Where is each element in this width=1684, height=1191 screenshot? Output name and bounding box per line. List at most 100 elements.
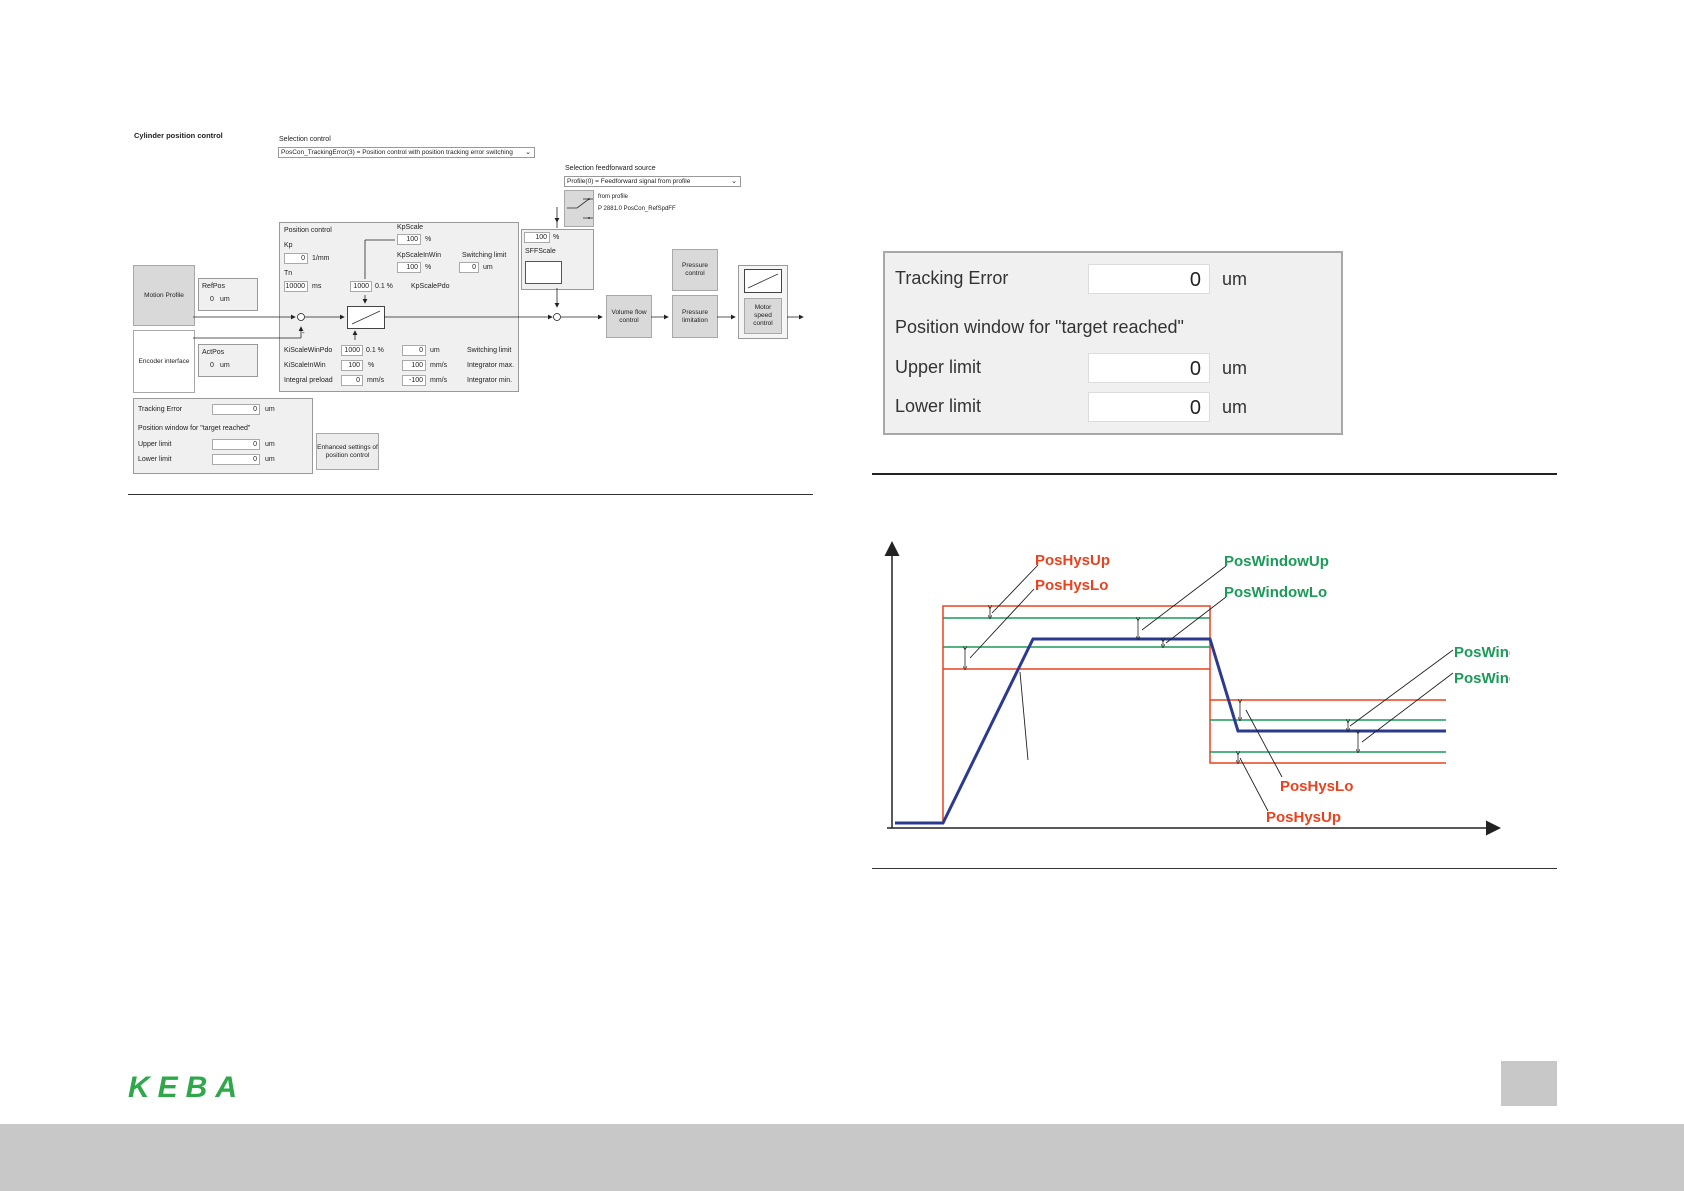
- page-number-box: [1501, 1061, 1557, 1106]
- dialog-lower-limit-label: Lower limit: [895, 396, 982, 416]
- kiscalewinpdo-input[interactable]: 1000: [341, 345, 363, 356]
- minus-sign: -: [302, 328, 305, 337]
- kpscalepdo-unit: 0.1 %: [375, 283, 393, 290]
- leader-hys-up-2: [1239, 757, 1269, 812]
- upper-limit-input[interactable]: 0: [212, 439, 260, 450]
- leader-hys-lo-1: [969, 588, 1035, 659]
- kiscaleinwin-unit: %: [368, 362, 375, 369]
- ramp-icon: [747, 273, 779, 289]
- label-pos-window-up-2: PosWindowUp: [1454, 670, 1510, 687]
- upper-limit-label: Upper limit: [138, 441, 172, 448]
- kiscaleinwin-label: KiScaleInWin: [284, 362, 326, 369]
- dialog-upper-limit-label: Upper limit: [895, 357, 982, 377]
- integrator-max-unit: mm/s: [430, 362, 448, 369]
- position-curve: [895, 637, 1446, 825]
- encoder-interface-block[interactable]: Encoder interface: [133, 330, 195, 393]
- kiscalewinpdo-label: KiScaleWinPdo: [284, 347, 333, 354]
- dialog-tracking-error-input[interactable]: 0: [1088, 264, 1210, 294]
- switching-limit-label: Switching limit: [462, 252, 507, 259]
- ramp-icon: [351, 310, 381, 325]
- dialog-tracking-error-unit: um: [1222, 269, 1248, 289]
- integral-preload-input[interactable]: 0: [341, 375, 363, 386]
- actpos-panel: [198, 344, 258, 377]
- switching-limit2-unit: um: [430, 347, 440, 354]
- integrator-min-input[interactable]: -100: [402, 375, 426, 386]
- label-pos-window-up-1: PosWindowUp: [1224, 553, 1329, 570]
- volume-flow-block[interactable]: Volume flow control: [606, 295, 652, 338]
- integrator-max-label: Integrator max.: [467, 362, 515, 369]
- actpos-value: 0: [210, 362, 214, 369]
- label-pos-hys-lo-2: PosHysLo: [1280, 778, 1353, 795]
- pressure-limitation-block[interactable]: Pressure limitation: [672, 295, 718, 338]
- sffscale-input[interactable]: 100: [524, 232, 550, 243]
- dialog-tracking-error-label: Tracking Error: [895, 268, 1009, 288]
- feedforward-dropdown[interactable]: Profile(0) = Feedforward signal from pro…: [564, 176, 741, 187]
- kp-input[interactable]: 0: [284, 253, 308, 264]
- feedforward-label: Selection feedforward source: [565, 165, 656, 172]
- position-window-label: Position window for "target reached": [138, 425, 251, 432]
- kpscalepdo-input[interactable]: 1000: [350, 281, 372, 292]
- leader-hys-lo-2: [1245, 709, 1283, 778]
- leader-win-lo-2: [1349, 649, 1454, 727]
- lower-limit-input[interactable]: 0: [212, 454, 260, 465]
- actpos-unit: um: [220, 362, 230, 369]
- chevron-down-icon: ⌄: [525, 149, 531, 156]
- switch-option-profile: from profile: [598, 194, 629, 200]
- dialog-lower-limit-input[interactable]: 0: [1088, 392, 1210, 422]
- kpscaleinwin-label: KpScaleInWin: [397, 252, 441, 259]
- selection-control-dropdown[interactable]: PosCon_TrackingError(3) = Position contr…: [278, 147, 535, 158]
- switching-limit2-label: Switching limit: [467, 347, 512, 354]
- motor-speed-block[interactable]: Motor speed control: [744, 298, 782, 334]
- kp-label: Kp: [284, 242, 293, 249]
- footer-bar: [0, 1124, 1684, 1191]
- dialog-lower-limit-unit: um: [1222, 397, 1248, 417]
- sffscale-label: SFFScale: [525, 248, 556, 255]
- keba-logo-text: KEBA: [128, 1073, 245, 1101]
- sffscale-gain-block: [525, 261, 562, 284]
- pressure-control-block[interactable]: Pressure control: [672, 249, 718, 291]
- position-window-graph: PosHysUp PosHysLo PosWindowUp PosWindowL…: [884, 541, 1510, 836]
- motor-gain-block: [744, 269, 782, 293]
- kpscaleinwin-unit: %: [425, 264, 432, 271]
- kp-unit: 1/mm: [312, 255, 330, 262]
- upper-limit-unit: um: [265, 441, 275, 448]
- leader-win-up-2: [1361, 672, 1454, 743]
- label-pos-hys-lo-1: PosHysLo: [1035, 577, 1108, 594]
- figure-title: Cylinder position control: [134, 131, 223, 140]
- kpscale-label: KpScale: [397, 224, 424, 231]
- kpscale-input[interactable]: 100: [397, 234, 421, 245]
- lower-limit-label: Lower limit: [138, 456, 172, 463]
- right-divider-bottom: [872, 868, 1557, 869]
- tn-label: Tn: [284, 270, 293, 277]
- switching-limit-unit: um: [483, 264, 493, 271]
- switching-limit-input[interactable]: 0: [459, 262, 479, 273]
- kpscaleinwin-input[interactable]: 100: [397, 262, 421, 273]
- integrator-max-input[interactable]: 100: [402, 360, 426, 371]
- tracking-error-input[interactable]: 0: [212, 404, 260, 415]
- keba-logo: KEBA: [128, 1073, 245, 1101]
- motion-profile-block[interactable]: Motion Profile: [133, 265, 195, 326]
- left-divider: [128, 494, 813, 495]
- kiscalewinpdo-unit: 0.1 %: [366, 347, 384, 354]
- position-control-label: Position control: [284, 227, 332, 234]
- kiscaleinwin-input[interactable]: 100: [341, 360, 363, 371]
- integral-preload-label: Integral preload: [284, 377, 333, 384]
- tn-unit: ms: [312, 283, 322, 290]
- controller-block: [347, 306, 385, 329]
- integrator-min-label: Integrator min.: [467, 377, 513, 384]
- leader-win-up-1: [1141, 565, 1227, 631]
- signal-lines: [193, 207, 804, 340]
- refpos-value: 0: [210, 296, 214, 303]
- kpscalepdo-label: KpScalePdo: [411, 283, 450, 290]
- source-switch: [564, 190, 594, 227]
- dialog-upper-limit-input[interactable]: 0: [1088, 353, 1210, 383]
- switching-limit2-input[interactable]: 0: [402, 345, 426, 356]
- selection-control-label: Selection control: [279, 136, 331, 143]
- tn-input[interactable]: 10000: [284, 281, 308, 292]
- enhanced-settings-button[interactable]: Enhanced settings of position control: [316, 433, 379, 470]
- hysteresis-up-1: [942, 605, 1446, 824]
- label-pos-hys-up-1: PosHysUp: [1035, 552, 1110, 569]
- leader-win-lo-1: [1165, 596, 1227, 644]
- tracking-error-unit: um: [265, 406, 275, 413]
- leader-hys-up-1: [991, 564, 1039, 614]
